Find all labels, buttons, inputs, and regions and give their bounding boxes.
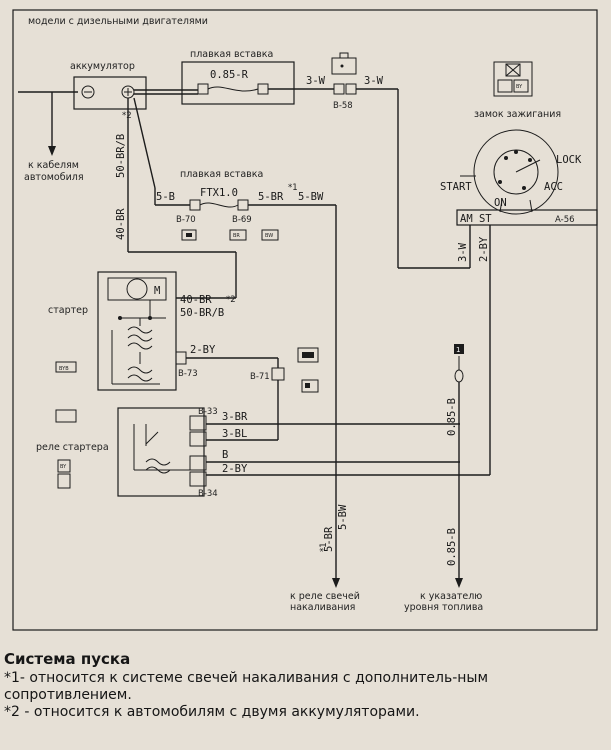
switch-position-acc: ACC <box>544 181 563 193</box>
fusible-link-top-box <box>181 61 295 105</box>
switch-position-start: START <box>440 181 472 193</box>
wire-2by-switch-label: 2-BY <box>478 236 490 262</box>
svg-text:BYB: BYB <box>59 366 69 372</box>
ground-marker-number: 1 <box>456 346 460 354</box>
fusible-link-top-value: 0.85-R <box>210 69 249 81</box>
switch-terminal-am-st: AM ST <box>460 213 492 225</box>
svg-text:BW: BW <box>265 233 273 239</box>
svg-text:BY: BY <box>60 464 67 470</box>
caption-title: Система пуска <box>4 650 131 668</box>
fusible-link-top <box>197 83 269 95</box>
starter-label: стартер <box>48 305 88 316</box>
to-car-cables-arrow <box>18 91 78 156</box>
to-glow-relay-line2: накаливания <box>290 602 355 613</box>
mark-star1-mid: *1 <box>288 183 298 193</box>
wire-2by-relay-label: 2-BY <box>222 463 248 475</box>
connector-b71-pin <box>271 367 285 381</box>
wire-3w-right-label: 3-W <box>364 75 384 87</box>
caption-note-2: *2 - относится к автомобилям с двумя акк… <box>4 704 420 720</box>
fusible-link-mid-label: плавкая вставка <box>180 169 263 180</box>
connector-b58-pin-left <box>333 83 345 95</box>
starting-system-wiring-diagram: модели с дизельными двигателями аккумуля… <box>12 9 598 631</box>
to-fuel-gauge-line2: уровня топлива <box>404 602 483 613</box>
connector-b71-icon <box>297 347 319 363</box>
ground-terminal <box>454 369 464 383</box>
wire-50brb-starter-label: 50-BR/B <box>180 307 224 319</box>
fusible-link-top-label: плавкая вставка <box>190 49 273 60</box>
wire-5bw-label: 5-BW <box>298 191 324 203</box>
to-car-cables-label-line2: автомобиля <box>24 172 84 183</box>
wire-085b-lower-label: 0.85-B <box>446 528 458 566</box>
svg-text:BR: BR <box>233 233 240 239</box>
svg-text:BY: BY <box>516 84 523 90</box>
wire-2by-starter-label: 2-BY <box>190 344 216 356</box>
to-fuel-gauge-line1: к указателю <box>420 591 482 602</box>
connector-b70-icon <box>181 229 197 241</box>
wire-b-label: B <box>222 449 228 461</box>
wire-5br-label: 5-BR <box>258 191 284 203</box>
wire-3w-left-label: 3-W <box>306 75 326 87</box>
arrow-to-fuel-gauge <box>455 578 463 588</box>
connector-b58-label: B-58 <box>333 101 353 111</box>
connector-b70-label: B-70 <box>176 215 196 225</box>
arrow-to-glow-relay <box>332 578 340 588</box>
fusible-link-mid-value: FTX1.0 <box>200 187 238 199</box>
to-glow-relay-line1: к реле свечей <box>290 591 360 602</box>
wire-085b-upper-label: 0.85-B <box>446 398 458 436</box>
battery <box>73 76 147 110</box>
connector-b58-icon <box>331 52 357 75</box>
connector-b34-label: B-34 <box>198 489 218 499</box>
connector-bw-icon: BW <box>261 229 279 241</box>
wire-40br-vertical-label: 40-BR <box>115 208 127 240</box>
wire-3bl-label: 3-BL <box>222 428 247 440</box>
connector-b69-icon: BR <box>229 229 247 241</box>
starter-relay <box>117 407 207 497</box>
connector-a56-label: A-56 <box>555 215 575 225</box>
ignition-switch <box>456 129 598 226</box>
diagram-frame <box>12 9 598 631</box>
wire-3br-label: 3-BR <box>222 411 248 423</box>
mark-star2-battery: *2 <box>122 111 132 121</box>
wire-40br-starter-label: 40-BR <box>180 294 212 306</box>
switch-position-lock: LOCK <box>556 154 582 166</box>
connector-b58-pin-right <box>345 83 357 95</box>
ignition-switch-label: замок зажигания <box>474 109 561 120</box>
mark-star2-starter: *2 <box>226 295 236 305</box>
connector-b73-label: B-73 <box>178 369 198 379</box>
ground-marker <box>454 344 464 354</box>
caption: Система пуска *1- относится к системе св… <box>4 650 609 721</box>
caption-note-1: *1- относится к системе свечей накаливан… <box>4 670 489 703</box>
wire-battery-to-fuse-mid <box>133 97 156 189</box>
connector-b73-pin <box>175 351 187 365</box>
starter-relay-label: реле стартера <box>36 442 109 453</box>
starter-motor-symbol: M <box>154 285 160 297</box>
wire-5bw-bottom-label: 5-BW <box>337 504 349 530</box>
diagram-header: модели с дизельными двигателями <box>28 16 208 27</box>
starter <box>97 271 177 391</box>
connector-b73-icon <box>301 379 319 393</box>
wire-5b-label: 5-B <box>156 191 175 203</box>
starter-relay-connector-icons: BY <box>55 409 77 489</box>
to-car-cables-label-line1: к кабелям <box>28 160 79 171</box>
wire-5br-bottom-label: 5-BR <box>323 526 335 552</box>
connector-b33-label: B-33 <box>198 407 218 417</box>
connector-b69-label: B-69 <box>232 215 252 225</box>
fusible-link-mid <box>189 199 249 211</box>
mark-star1-bottom: *1 <box>319 542 329 552</box>
ignition-switch-connector-icon: BY <box>493 61 533 97</box>
battery-label: аккумулятор <box>70 61 135 72</box>
switch-position-on: ON <box>494 197 507 209</box>
connector-b71-label: B-71 <box>250 372 270 382</box>
wire-50brb-battery-label: 50-BR/B <box>115 134 127 178</box>
connector-left-icon: BYB <box>55 361 77 373</box>
wire-3w-switch-label: 3-W <box>457 242 469 262</box>
